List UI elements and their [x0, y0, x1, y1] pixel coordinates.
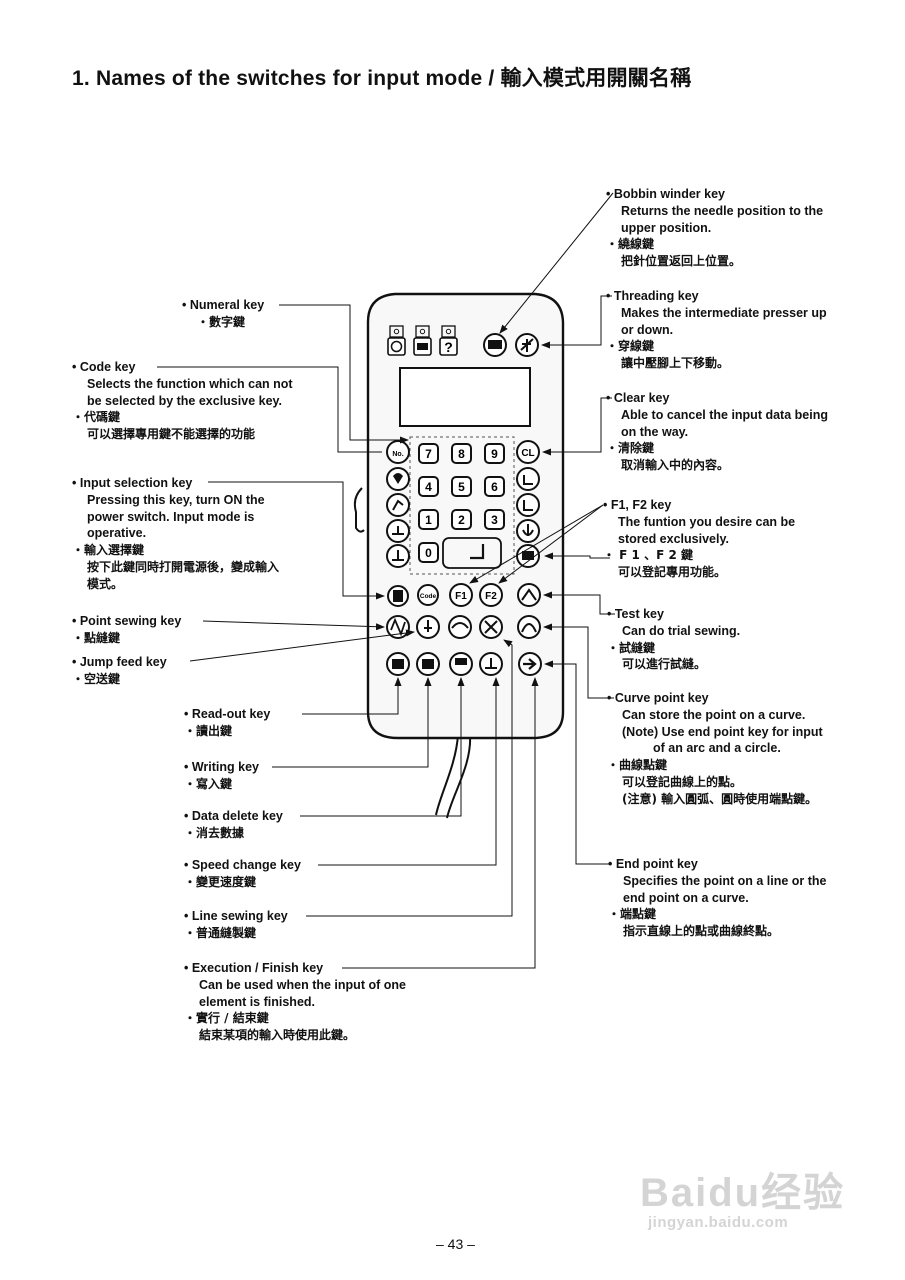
num-key-2: 2 [451, 509, 472, 530]
right-column-keys[interactable]: CL [516, 440, 540, 568]
point-sewing-key [386, 615, 410, 639]
end-point-key-label: • End point key Specifies the point on a… [608, 857, 827, 939]
function-keys[interactable]: F1 F2 [386, 583, 541, 639]
data-delete-key [416, 652, 440, 676]
execution-finish-key [518, 652, 542, 676]
svg-text:?: ? [444, 339, 453, 355]
no-key [386, 440, 410, 464]
leader-lines [157, 192, 615, 969]
svg-text:9: 9 [491, 447, 498, 461]
right-key-4 [516, 519, 540, 543]
test-key [517, 583, 541, 607]
writing-key-label: • Writing key ・寫入鍵 [184, 760, 259, 791]
execution-finish-key-label: • Execution / Finish key Can be used whe… [184, 961, 406, 1043]
indicator-group: ? [387, 325, 458, 356]
svg-text:1: 1 [425, 513, 432, 527]
right-key-2 [516, 467, 540, 491]
point-sewing-key-label: • Point sewing key ・點縫鍵 [72, 614, 182, 645]
bobbin-winder-key-label: • Bobbin winder key Returns the needle p… [606, 187, 824, 269]
svg-text:Code: Code [420, 593, 437, 600]
bobbin-winder-key[interactable] [483, 333, 507, 357]
num-key-3: 3 [484, 509, 505, 530]
num-key-8: 8 [451, 443, 472, 464]
speed-change-key [449, 652, 473, 676]
svg-text:6: 6 [491, 480, 498, 494]
clear-key: CL [516, 440, 540, 464]
jump-feed-key-label: • Jump feed key ・空送鍵 [72, 655, 167, 686]
right-key-3 [516, 493, 540, 517]
svg-text:3: 3 [491, 513, 498, 527]
numeral-keys[interactable]: 7 8 9 4 5 6 1 2 3 0 [418, 443, 505, 563]
jump-feed-key [416, 615, 440, 639]
power-icon [387, 337, 406, 356]
lcd-display [399, 367, 531, 427]
svg-text:F1: F1 [455, 591, 467, 602]
left-key-3 [386, 493, 410, 517]
writing-key [448, 615, 472, 639]
help-icon [439, 337, 458, 356]
page-number: – 43 – [436, 1236, 475, 1252]
svg-text:8: 8 [458, 447, 465, 461]
num-key-7: 7 [418, 443, 439, 464]
test-key-label: • Test key Can do trial sewing. ・試縫鍵 可以進… [607, 607, 741, 672]
watermark-url: jingyan.baidu.com [648, 1214, 789, 1231]
left-column-keys[interactable]: No. Code [386, 440, 439, 607]
threading-key[interactable] [515, 333, 539, 357]
read-out-key-label: • Read-out key ・讀出鍵 [184, 707, 271, 738]
speed-change-key-label: • Speed change key ・變更速度鍵 [184, 858, 301, 889]
line-sewing-key-label: • Line sewing key ・普通縫製鍵 [184, 909, 288, 940]
line-sewing-key [479, 652, 503, 676]
watermark: Baidu经验 jingyan.baidu.com [640, 1160, 845, 1231]
code-key [417, 584, 439, 606]
svg-text:CL: CL [521, 448, 534, 459]
svg-text:F2: F2 [485, 591, 497, 602]
f1-f2-key-label: • F1, F2 key The funtion you desire can … [603, 498, 796, 580]
curve-point-key-label: • Curve point key Can store the point on… [607, 691, 823, 806]
num-key-9: 9 [484, 443, 505, 464]
page-title: 1. Names of the switches for input mode … [72, 67, 692, 90]
f1-key: F1 [449, 583, 473, 607]
svg-text:No.: No. [392, 451, 403, 458]
threading-key-label: • Threading key Makes the intermediate p… [606, 289, 827, 371]
svg-text:7: 7 [425, 447, 432, 461]
clear-key-label: • Clear key Able to cancel the input dat… [606, 391, 828, 473]
num-key-1: 1 [418, 509, 439, 530]
num-key-0: 0 [418, 542, 439, 563]
scissors-key [479, 615, 503, 639]
input-selection-key-label: • Input selection key Pressing this key,… [72, 476, 280, 591]
svg-text:5: 5 [458, 480, 465, 494]
bottom-keys[interactable] [386, 652, 542, 676]
data-delete-key-label: • Data delete key ・消去數據 [184, 809, 283, 840]
svg-text:0: 0 [425, 546, 432, 560]
watermark-brand: Baidu经验 [640, 1171, 846, 1215]
curve-point-key [517, 615, 541, 639]
num-key-5: 5 [451, 476, 472, 497]
num-key-4: 4 [418, 476, 439, 497]
code-key-label: • Code key Selects the function which ca… [72, 360, 293, 442]
num-key-6: 6 [484, 476, 505, 497]
enter-key-frame [442, 537, 502, 569]
svg-text:4: 4 [425, 480, 432, 494]
read-out-key [386, 652, 410, 676]
numeral-key-label: • Numeral key ・數字鍵 [182, 298, 265, 329]
cable [435, 734, 472, 819]
f2-key: F2 [479, 583, 503, 607]
svg-text:2: 2 [458, 513, 465, 527]
